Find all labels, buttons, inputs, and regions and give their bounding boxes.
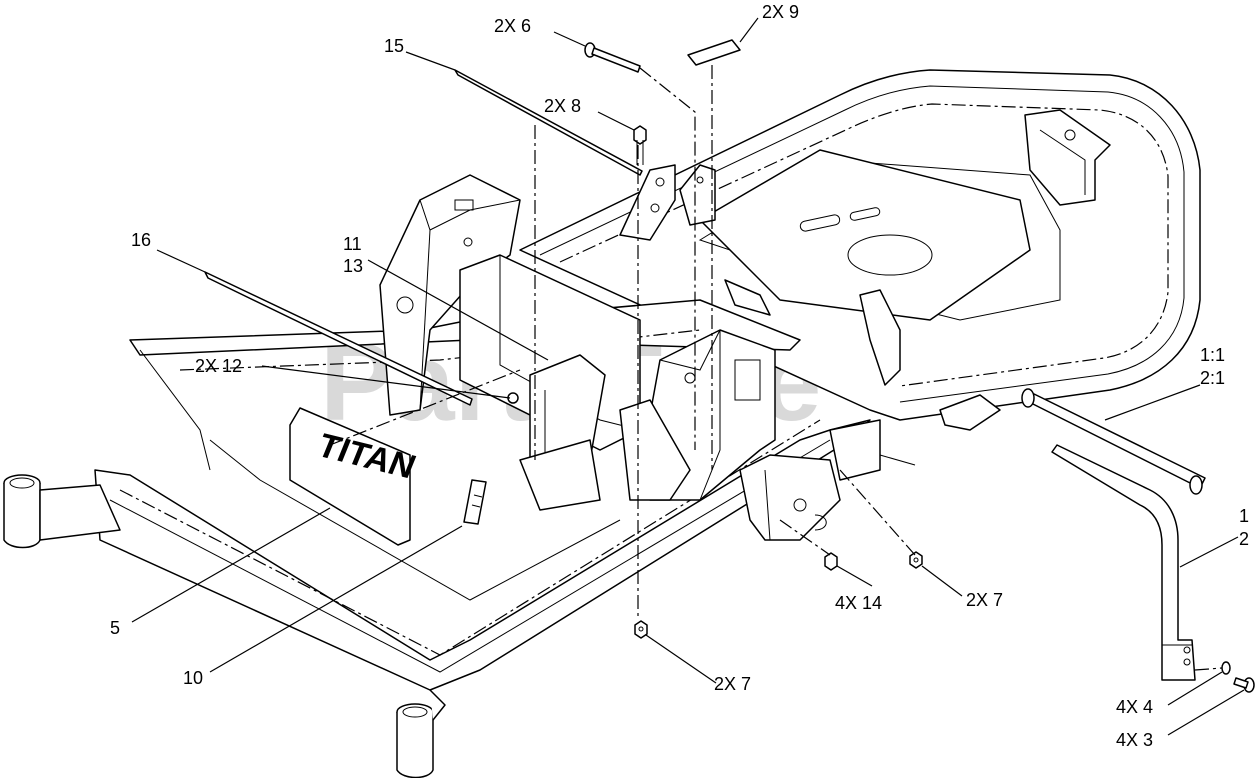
assembly-centerlines [329, 65, 1223, 671]
bolt-3 [1233, 677, 1255, 693]
bolt-6 [584, 42, 641, 73]
decal-9 [687, 39, 741, 66]
callout-1: 1 [1239, 506, 1249, 526]
callout-16: 16 [131, 230, 151, 250]
leader-lines [131, 17, 1245, 736]
callout-2x9: 2X 9 [762, 2, 799, 22]
titan-nameplate: TITAN [289, 407, 421, 546]
callout-2: 2 [1239, 529, 1249, 549]
callout-2x6: 2X 6 [494, 16, 531, 36]
bolt-14 [824, 552, 838, 571]
nut-7-upper [909, 551, 923, 569]
seat-mount-brackets [619, 164, 1001, 431]
rod-16 [204, 271, 473, 406]
callout-11: 11 [343, 234, 362, 254]
callout-5: 5 [110, 618, 120, 638]
callout-2x7-upper: 2X 7 [966, 590, 1003, 610]
rear-frame-loop [519, 69, 1201, 421]
hand-grip-1-1 [1021, 388, 1206, 495]
callout-10: 10 [183, 668, 203, 688]
callout-4x4: 4X 4 [1116, 697, 1153, 717]
callout-1-1: 1:1 [1200, 345, 1225, 365]
bolt-8 [633, 125, 647, 165]
decal-10 [463, 479, 487, 525]
callout-2x12: 2X 12 [195, 356, 242, 376]
rod-15 [454, 69, 643, 176]
right-caster-mount [396, 689, 446, 778]
left-caster-mount [3, 474, 121, 549]
callout-2x8: 2X 8 [544, 96, 581, 116]
callout-4x14: 4X 14 [835, 593, 882, 613]
callout-labels: 2X 6 2X 9 15 2X 8 16 11 13 2X 12 1:1 2:1… [110, 2, 1249, 750]
callout-15: 15 [384, 36, 404, 56]
tie-strap [879, 454, 916, 466]
callout-2x7-lower: 2X 7 [714, 674, 751, 694]
callout-2-1: 2:1 [1200, 368, 1225, 388]
callout-13: 13 [343, 256, 363, 276]
callout-4x3: 4X 3 [1116, 730, 1153, 750]
washer-4 [1221, 661, 1231, 675]
pump-bracket [739, 419, 881, 541]
nut-7-lower [634, 620, 648, 639]
handle-bar-2 [1051, 444, 1196, 681]
center-bracket [519, 354, 606, 511]
